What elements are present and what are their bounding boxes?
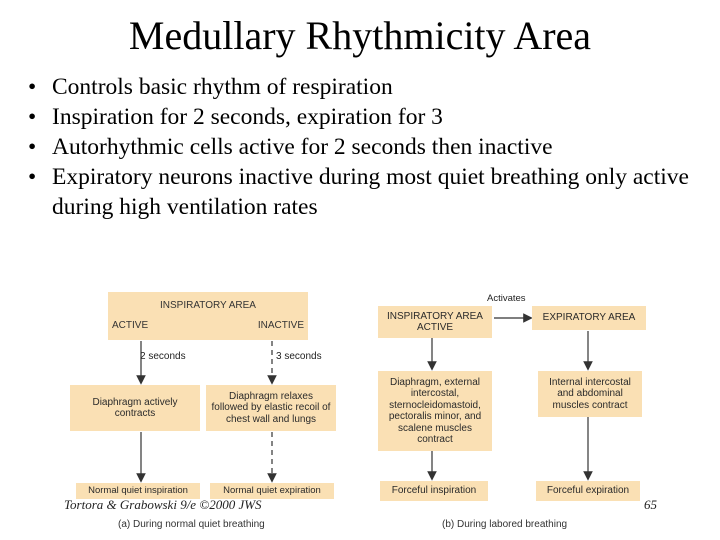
inspiratory-muscles-box: Diaphragm, external intercostal, sternoc…	[378, 371, 492, 451]
page-number: 65	[644, 497, 657, 512]
diaphragm-relaxes-box: Diaphragm relaxes followed by elastic re…	[206, 385, 336, 431]
forceful-expiration-box: Forceful expiration	[536, 481, 640, 501]
footer-credit: Tortora & Grabowski 9/e ©2000 JWS	[64, 497, 262, 512]
time-inactive-label: 3 seconds	[276, 351, 322, 362]
bullet-text: Autorhythmic cells active for 2 seconds …	[52, 134, 553, 160]
caption-a: (a) During normal quiet breathing	[118, 519, 265, 530]
bullet-text: Expiratory neurons inactive during most …	[52, 164, 689, 220]
bullet-item: •Autorhythmic cells active for 2 seconds…	[28, 132, 708, 162]
state-inactive: INACTIVE	[257, 320, 304, 331]
inspiratory-area-active-box: INSPIRATORY AREA ACTIVE	[378, 306, 492, 338]
state-active: ACTIVE	[112, 320, 149, 331]
bullet-item: •Controls basic rhythm of respiration	[28, 72, 708, 102]
slide-title: Medullary Rhythmicity Area	[128, 13, 592, 58]
bullet-text: Inspiration for 2 seconds, expiration fo…	[52, 104, 443, 130]
forceful-inspiration-box: Forceful inspiration	[380, 481, 488, 501]
quiet-expiration-box: Normal quiet expiration	[210, 483, 334, 499]
caption-b: (b) During labored breathing	[442, 519, 568, 530]
bullet-list: •Controls basic rhythm of respiration •I…	[28, 72, 708, 222]
quiet-inspiration-box: Normal quiet inspiration	[76, 483, 200, 499]
inspiratory-area-box	[108, 292, 308, 340]
area-title: INSPIRATORY AREA	[160, 300, 256, 311]
bullet-item: •Expiratory neurons inactive during most…	[28, 162, 708, 222]
bullet-item: •Inspiration for 2 seconds, expiration f…	[28, 102, 708, 132]
activates-label: Activates	[487, 293, 526, 304]
expiratory-muscles-box: Internal intercostal and abdominal muscl…	[538, 371, 642, 417]
bullet-text: Controls basic rhythm of respiration	[52, 74, 393, 100]
diaphragm-contracts-box: Diaphragm actively contracts	[70, 385, 200, 431]
expiratory-area-box: EXPIRATORY AREA	[532, 306, 646, 330]
time-active-label: 2 seconds	[140, 351, 186, 362]
